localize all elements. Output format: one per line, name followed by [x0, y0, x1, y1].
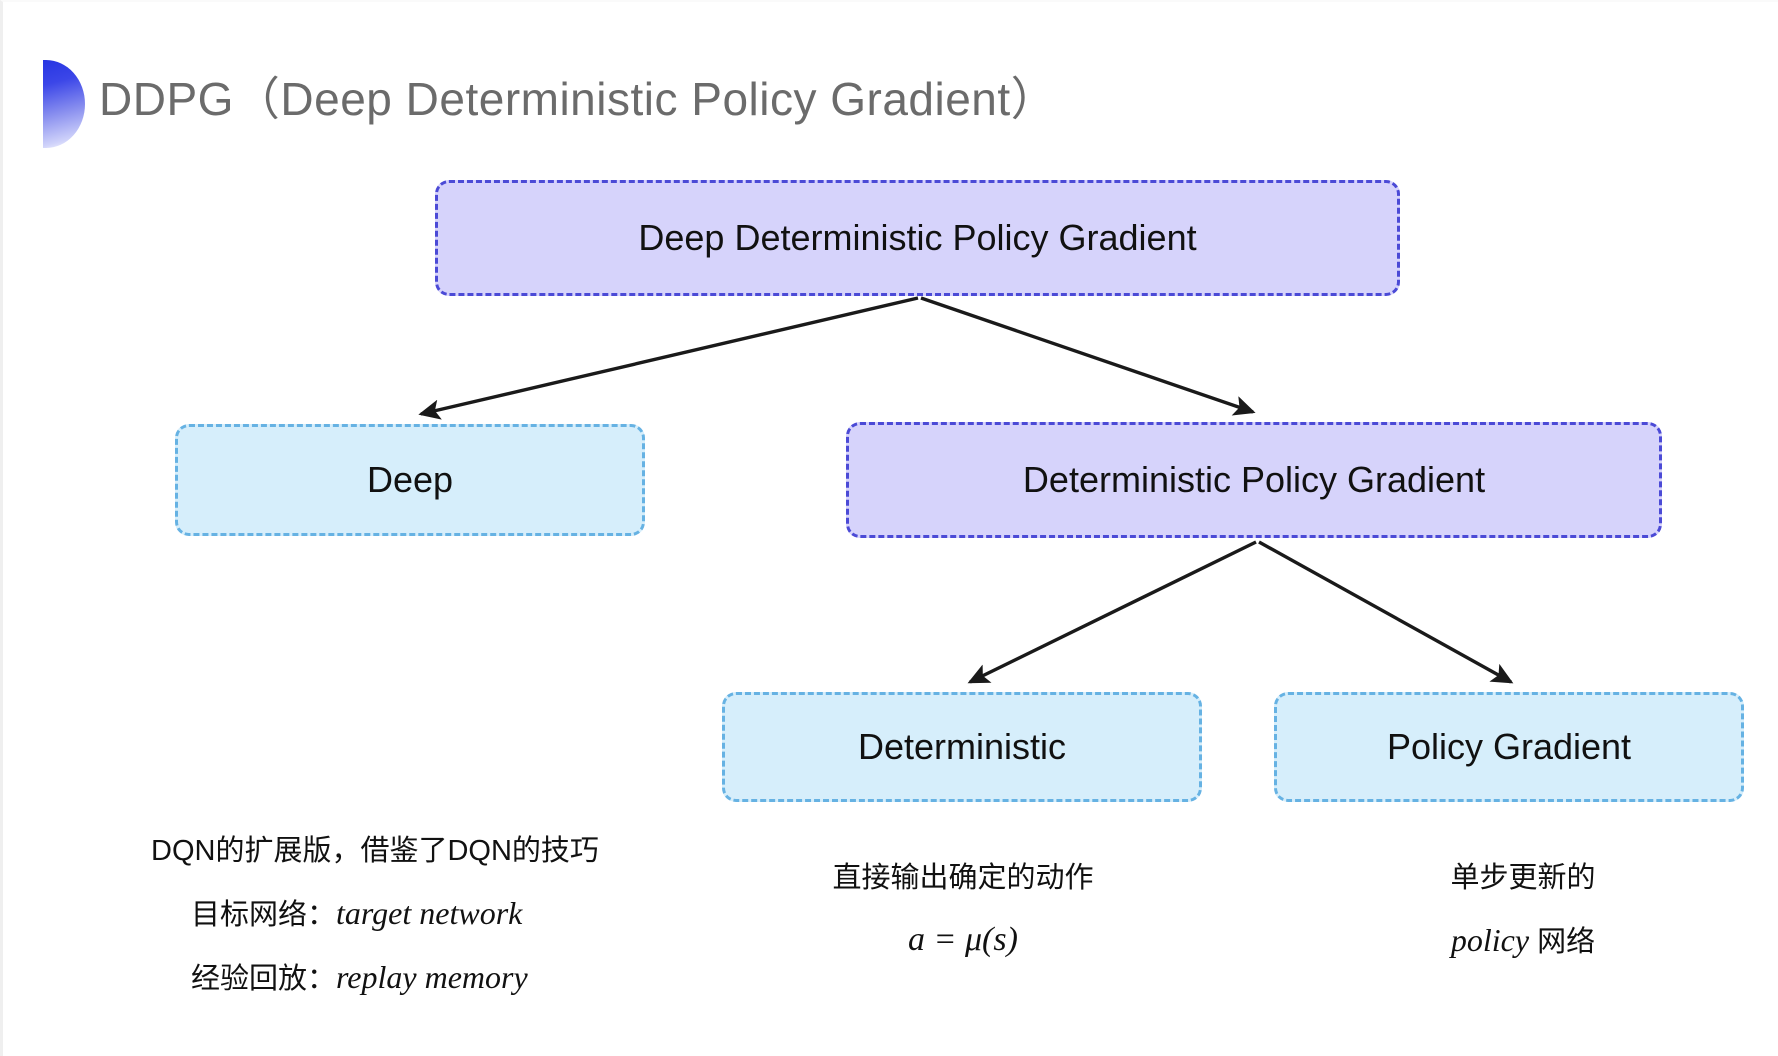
note-line-3-term: replay memory	[336, 959, 528, 995]
note-line-1: 直接输出确定的动作	[832, 862, 1094, 894]
note-line-2-term: target network	[336, 895, 523, 931]
node-deep[interactable]: Deep	[175, 424, 645, 536]
note-line-2-label: 网络	[1529, 926, 1596, 958]
note-formula: a = μ(s)	[908, 921, 1018, 958]
note-line-2-term: policy	[1450, 922, 1530, 958]
note-line-2: policy 网络	[1358, 909, 1688, 973]
node-label: Deterministic	[857, 726, 1067, 767]
edge-root-to-dpg	[920, 296, 1256, 416]
node-label: Policy Gradient	[1386, 726, 1632, 767]
page-title: DDPG（Deep Deterministic Policy Gradient）	[99, 73, 1058, 125]
node-policy-gradient[interactable]: Policy Gradient	[1274, 692, 1744, 802]
node-deterministic-policy-gradient[interactable]: Deterministic Policy Gradient	[846, 422, 1662, 538]
note-deterministic-description: 直接输出确定的动作 a = μ(s)	[783, 847, 1143, 971]
edge-dpg-to-deterministic	[967, 540, 1257, 684]
note-deep-description: DQN的扩展版，借鉴了DQN的技巧 目标网络：target network 经验…	[151, 820, 599, 1010]
note-line-1: DQN的扩展版，借鉴了DQN的技巧	[151, 835, 599, 867]
note-policy-gradient-description: 单步更新的 policy 网络	[1358, 847, 1688, 973]
node-deterministic[interactable]: Deterministic	[722, 692, 1202, 802]
note-line-2: 目标网络：target network	[151, 882, 599, 946]
note-line-3: 经验回放：replay memory	[151, 946, 599, 1010]
node-deep-deterministic-policy-gradient[interactable]: Deep Deterministic Policy Gradient	[435, 180, 1400, 296]
note-line-3-label: 经验回放：	[191, 963, 337, 995]
node-label: Deterministic Policy Gradient	[1022, 459, 1486, 500]
edge-root-to-deep	[418, 296, 919, 420]
note-line-2-label: 目标网络：	[191, 899, 337, 931]
node-label: Deep Deterministic Policy Gradient	[638, 217, 1197, 258]
decoration-mask	[3, 52, 43, 156]
note-line-1: 单步更新的	[1450, 862, 1596, 894]
edge-dpg-to-policy-gradient	[1258, 540, 1514, 684]
node-label: Deep	[366, 459, 454, 500]
